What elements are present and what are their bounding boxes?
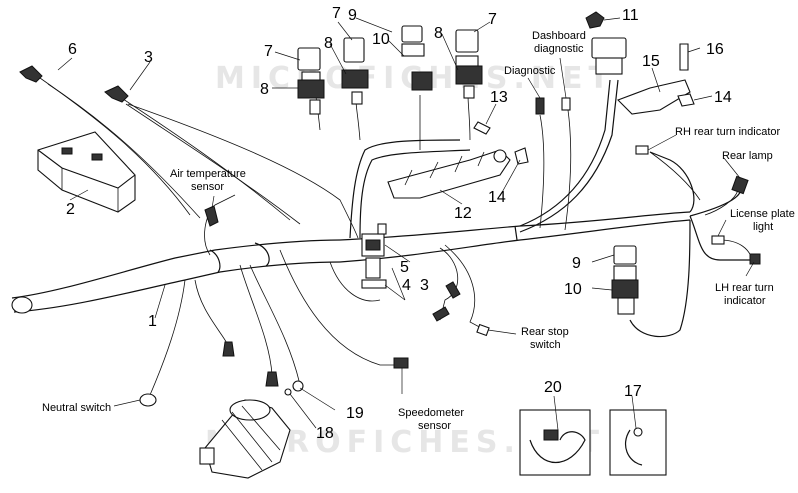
kit-20 bbox=[519, 409, 591, 476]
callout-7-right: 7 bbox=[488, 11, 497, 28]
callout-10-right: 10 bbox=[564, 281, 582, 298]
starter-motor bbox=[199, 399, 291, 479]
ground-terminal-right bbox=[265, 371, 279, 387]
callout-19: 19 bbox=[346, 405, 364, 422]
callout-18: 18 bbox=[316, 425, 334, 442]
relay-9-right bbox=[611, 245, 639, 315]
label-rh-rear-turn: RH rear turn indicator bbox=[675, 126, 780, 138]
label-license-plate-2: light bbox=[753, 221, 773, 233]
label-diagnostic: Diagnostic bbox=[504, 65, 556, 77]
rear-lamp-connector bbox=[731, 175, 749, 195]
callout-7-mid: 7 bbox=[332, 5, 341, 22]
screw-13 bbox=[473, 121, 491, 135]
callout-5: 5 bbox=[400, 259, 409, 276]
callout-3-center: 3 bbox=[420, 277, 429, 294]
label-neutral-switch: Neutral switch bbox=[42, 402, 111, 414]
label-lh-rear-turn-1: LH rear turn bbox=[715, 282, 774, 294]
label-license-plate-1: License plate bbox=[730, 208, 795, 220]
callout-3-top: 3 bbox=[144, 49, 153, 66]
lower-wires bbox=[39, 77, 395, 396]
label-rear-stop-1: Rear stop bbox=[521, 326, 569, 338]
callout-20: 20 bbox=[544, 379, 562, 396]
label-speedometer-1: Speedometer bbox=[398, 407, 464, 419]
dashboard-diagnostic-connector bbox=[561, 97, 571, 111]
label-air-temp-1: Air temperature bbox=[170, 168, 246, 180]
callout-15: 15 bbox=[642, 53, 660, 70]
holder-12 bbox=[387, 149, 511, 199]
relay-7-mid bbox=[341, 37, 369, 105]
ground-terminal-left bbox=[222, 341, 235, 357]
callout-8-right: 8 bbox=[434, 25, 443, 42]
label-rear-stop-2: switch bbox=[530, 339, 561, 351]
diagnostic-connector bbox=[535, 97, 545, 115]
mid-connector bbox=[432, 306, 450, 322]
callout-4: 4 bbox=[402, 277, 411, 294]
callout-1: 1 bbox=[148, 313, 157, 330]
rear-stop-switch-part bbox=[476, 323, 490, 337]
label-speedometer-2: sensor bbox=[418, 420, 451, 432]
callout-16: 16 bbox=[706, 41, 724, 58]
callout-9-right: 9 bbox=[572, 255, 581, 272]
connector-block-center bbox=[361, 223, 387, 289]
license-plate-connector bbox=[711, 235, 725, 245]
label-dashboard-diagnostic-1: Dashboard bbox=[532, 30, 586, 42]
clip-14-right bbox=[677, 93, 695, 107]
callout-17: 17 bbox=[624, 383, 642, 400]
screw-16 bbox=[679, 43, 689, 71]
lh-turn-connector bbox=[749, 253, 761, 265]
callout-6: 6 bbox=[68, 41, 77, 58]
relay-7-left bbox=[297, 47, 325, 115]
label-lh-rear-turn-2: indicator bbox=[724, 295, 766, 307]
label-air-temp-2: sensor bbox=[191, 181, 224, 193]
rear-connector bbox=[445, 281, 461, 299]
clip-14-left bbox=[514, 147, 529, 165]
speedometer-sensor-part bbox=[393, 357, 409, 369]
callout-14-right: 14 bbox=[714, 89, 732, 106]
battery-terminal-6 bbox=[19, 65, 43, 83]
callout-12: 12 bbox=[454, 205, 472, 222]
relay-7-right bbox=[455, 29, 483, 99]
callout-10-top: 10 bbox=[372, 31, 390, 48]
air-temp-sensor bbox=[204, 205, 219, 227]
battery-terminal-3 bbox=[104, 85, 129, 103]
washer-18 bbox=[284, 388, 292, 396]
rh-turn-connector bbox=[635, 145, 649, 155]
callout-14-left: 14 bbox=[488, 189, 506, 206]
battery bbox=[37, 131, 136, 213]
callout-2: 2 bbox=[66, 201, 75, 218]
relay-9-top bbox=[401, 25, 433, 91]
nut-19 bbox=[292, 380, 304, 392]
kit-17 bbox=[609, 409, 667, 476]
callout-11: 11 bbox=[622, 7, 639, 24]
dashboard-connector bbox=[591, 37, 627, 75]
callout-8-mid: 8 bbox=[324, 35, 333, 52]
callout-8-left: 8 bbox=[260, 81, 269, 98]
callout-9-top: 9 bbox=[348, 7, 357, 24]
callout-7-left: 7 bbox=[264, 43, 273, 60]
bracket-15 bbox=[617, 79, 691, 115]
label-dashboard-diagnostic-2: diagnostic bbox=[534, 43, 584, 55]
callout-13: 13 bbox=[490, 89, 508, 106]
label-rear-lamp: Rear lamp bbox=[722, 150, 773, 162]
neutral-switch-part bbox=[139, 393, 157, 407]
fuse-11 bbox=[585, 11, 605, 29]
